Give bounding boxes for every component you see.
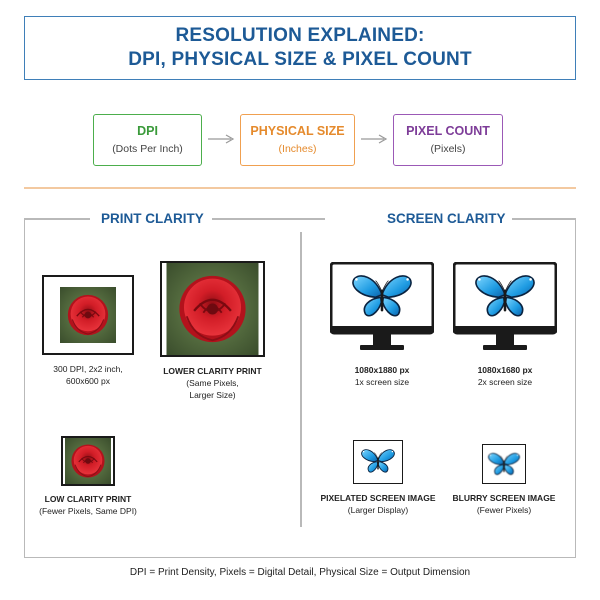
flow-box-physical-size: PHYSICAL SIZE (Inches) xyxy=(240,114,355,166)
print-clarity-title: PRINT CLARITY xyxy=(95,211,210,226)
flow-box-dpi: DPI (Dots Per Inch) xyxy=(93,114,202,166)
caption-line: (Same Pixels, xyxy=(186,378,239,388)
flow-box-pixel-count: PIXEL COUNT (Pixels) xyxy=(393,114,503,166)
caption-title: LOW CLARITY PRINT xyxy=(44,494,132,504)
flow-title-dpi: DPI xyxy=(137,124,158,138)
lower-clarity-caption: LOWER CLARITY PRINT (Same Pixels, Larger… xyxy=(150,365,275,401)
caption-title: BLURRY SCREEN IMAGE xyxy=(452,493,556,503)
title-line-2: DPI, PHYSICAL SIZE & PIXEL COUNT xyxy=(128,49,472,70)
caption-line: 300 DPI, 2x2 inch, xyxy=(53,364,123,374)
title-line-1: RESOLUTION EXPLAINED: xyxy=(175,25,425,46)
caption-title: PIXELATED SCREEN IMAGE xyxy=(320,493,436,503)
footer-note: DPI = Print Density, Pixels = Digital De… xyxy=(129,567,471,578)
rose-photo xyxy=(64,438,112,484)
lower-clarity-print xyxy=(160,261,265,357)
butterfly-icon xyxy=(488,452,520,475)
pixelated-caption: PIXELATED SCREEN IMAGE (Larger Display) xyxy=(316,492,440,516)
arrow-right-icon xyxy=(208,134,235,144)
flow-title-pixel-count: PIXEL COUNT xyxy=(406,124,490,138)
rose-photo xyxy=(165,263,260,355)
caption-line: (Larger Display) xyxy=(347,505,409,515)
panel-top-border xyxy=(508,218,576,220)
monitor-icon xyxy=(330,262,434,350)
monitor-2-caption: 1080x1680 px 2x screen size xyxy=(445,364,565,388)
blurry-caption: BLURRY SCREEN IMAGE (Fewer Pixels) xyxy=(444,492,564,516)
monitor-1-caption: 1080x1880 px 1x screen size xyxy=(322,364,442,388)
sharp-print-caption: 300 DPI, 2x2 inch, 600x600 px xyxy=(30,363,146,387)
pixelated-screen-image xyxy=(353,440,403,484)
caption-line: 2x screen size xyxy=(477,377,533,387)
caption-line: 1x screen size xyxy=(354,377,410,387)
monitor-icon xyxy=(453,262,557,350)
title-box: RESOLUTION EXPLAINED: DPI, PHYSICAL SIZE… xyxy=(24,16,576,80)
blurry-screen-image xyxy=(482,444,526,484)
clarity-panel xyxy=(24,218,576,558)
butterfly-icon xyxy=(361,449,395,473)
caption-title: 1080x1680 px xyxy=(477,365,533,375)
arrow-right-icon xyxy=(361,134,388,144)
caption-title: 1080x1880 px xyxy=(354,365,410,375)
flow-subtitle-physical-size: (Inches) xyxy=(278,143,317,155)
section-divider xyxy=(24,187,576,189)
caption-line: (Fewer Pixels) xyxy=(476,505,532,515)
caption-line: (Fewer Pixels, Same DPI) xyxy=(39,506,137,516)
low-clarity-caption: LOW CLARITY PRINT (Fewer Pixels, Same DP… xyxy=(28,493,148,517)
column-divider xyxy=(300,232,302,527)
caption-line: Larger Size) xyxy=(189,390,236,400)
caption-title: LOWER CLARITY PRINT xyxy=(163,366,262,376)
rose-photo xyxy=(59,287,117,343)
low-clarity-print xyxy=(61,436,115,486)
sharp-print-frame xyxy=(42,275,134,355)
caption-line: 600x600 px xyxy=(66,376,110,386)
flow-subtitle-pixel-count: (Pixels) xyxy=(430,143,466,155)
flow-title-physical-size: PHYSICAL SIZE xyxy=(250,124,345,138)
panel-top-border xyxy=(212,218,325,220)
flow-subtitle-dpi: (Dots Per Inch) xyxy=(112,143,183,155)
panel-top-border xyxy=(24,218,90,220)
screen-clarity-title: SCREEN CLARITY xyxy=(381,211,512,226)
